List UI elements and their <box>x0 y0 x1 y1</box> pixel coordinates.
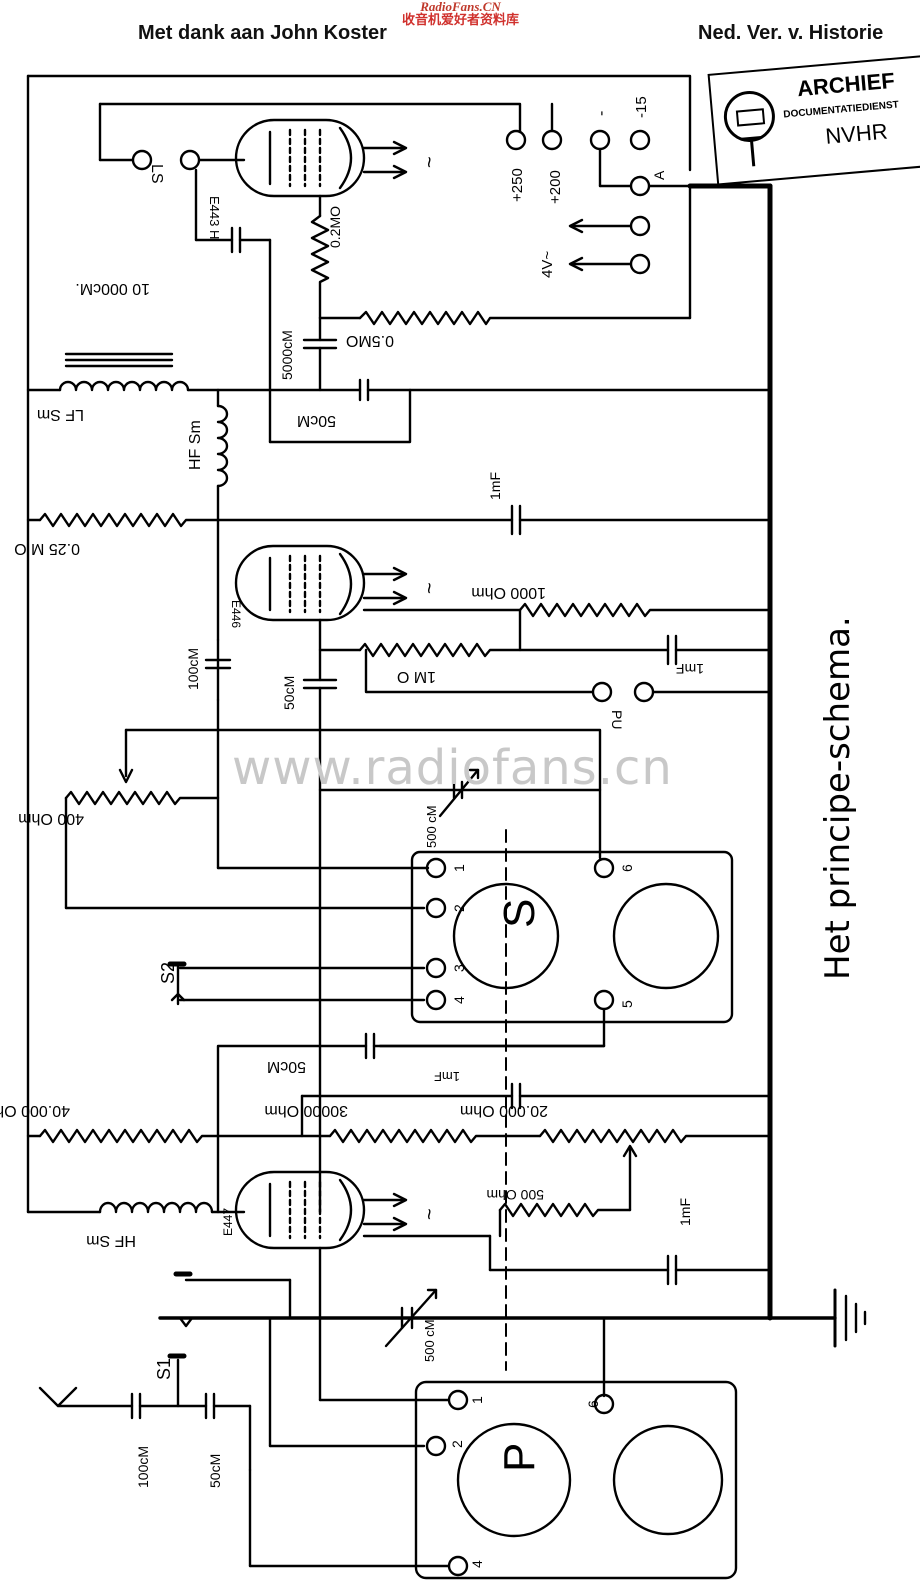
label-c-1mf-a: 1mF <box>487 472 503 500</box>
label-c-500b: 500 cM <box>422 1319 437 1362</box>
archive-stamp: ARCHIEF DOCUMENTATIEDIENST NVHR <box>707 54 920 186</box>
label-c-5000: 5000cM <box>279 330 295 380</box>
label-pin6-p: 6 <box>585 1400 601 1408</box>
label-r-025mo: 0.25 M O <box>14 540 80 557</box>
label-ls: LS <box>148 164 165 184</box>
label-r-30000: 30000 Ohm <box>264 1102 348 1119</box>
label-pin1-p: 1 <box>469 1396 485 1404</box>
label-pin2-p: 2 <box>449 1440 465 1448</box>
label-hf-sm-top: HF Sm <box>187 420 204 470</box>
site-name-cn: 收音机爱好者资料库 <box>402 13 520 28</box>
label-pu: PU <box>609 710 625 729</box>
label-pin6-s: 6 <box>619 864 635 872</box>
label-c-100cm-ant: 100cM <box>135 1446 151 1488</box>
label-pin5-s: 5 <box>619 1000 635 1008</box>
label-tube-e446: E446 <box>229 600 243 628</box>
label-coil-s: S <box>495 899 544 928</box>
label-r-20000: 20.000 Ohm <box>460 1102 548 1119</box>
label-term-a: A <box>651 170 667 180</box>
label-tube-e443: E443 H <box>207 196 222 239</box>
label-pin1-s: 1 <box>451 864 467 872</box>
credit-left: Met dank aan John Koster <box>138 22 387 44</box>
label-hf-sm-bot: HF Sm <box>86 1232 136 1249</box>
label-v-minus: - <box>593 111 610 116</box>
label-s1: S1 <box>154 1358 174 1380</box>
label-pin2-s: 2 <box>451 904 467 912</box>
label-c-10000: 10 000cM. <box>75 280 150 297</box>
label-r-400ohm: 400 Ohm <box>18 810 84 827</box>
label-r-40000: 40.000 Ohm <box>0 1102 70 1119</box>
label-pin4-p: 4 <box>469 1560 485 1568</box>
label-c-50a: 50cM <box>297 412 336 429</box>
label-r-05mo: 0.5MO <box>346 332 394 349</box>
label-v-250: +250 <box>509 168 526 202</box>
label-c-50c: 50cM <box>267 1058 306 1075</box>
label-c-50b: 50cM <box>281 676 297 710</box>
label-v-15: -15 <box>633 96 650 118</box>
site-name-en: RadioFans.CN <box>420 0 501 14</box>
site-watermark-top: RadioFans.CN 收音机爱好者资料库 <box>402 0 519 28</box>
label-s2: S2 <box>158 962 178 984</box>
label-v-4v: 4V~ <box>539 251 556 278</box>
label-v-200: +200 <box>547 170 564 204</box>
watermark-text: www.radiofans.cn <box>232 740 673 796</box>
label-pin3-s: 3 <box>451 964 467 972</box>
label-c-1mf-d: 1mF <box>677 1198 693 1226</box>
label-r-1mo: 1M O <box>397 668 436 685</box>
label-lf-sm: LF Sm <box>37 406 84 423</box>
label-r-02mo: 0.2MO <box>327 206 343 248</box>
label-ac-tube1: ~ <box>419 156 441 168</box>
label-c-50cm-ant: 50cM <box>207 1454 223 1488</box>
label-coil-p: P <box>495 1443 544 1472</box>
label-r-500ohm: 500 Ohm <box>486 1187 544 1203</box>
label-c-100cm: 100cM <box>185 648 201 690</box>
label-c-500a: 500 cM <box>424 805 439 848</box>
label-c-1mf-b: 1mF <box>676 661 704 677</box>
label-r-1000ohm: 1000 Ohm <box>471 584 546 601</box>
stamp-logo-icon <box>723 90 775 167</box>
label-c-1mf-c: 1mF <box>434 1069 460 1084</box>
credit-right: Ned. Ver. v. Historie <box>698 22 884 44</box>
label-ac-tube2: ~ <box>419 582 441 594</box>
caption-text: Het principe-schema. <box>818 616 858 980</box>
label-tube-e447: E447 <box>221 1208 235 1236</box>
label-pin4-s: 4 <box>451 996 467 1004</box>
label-ac-tube3: ~ <box>419 1208 441 1220</box>
